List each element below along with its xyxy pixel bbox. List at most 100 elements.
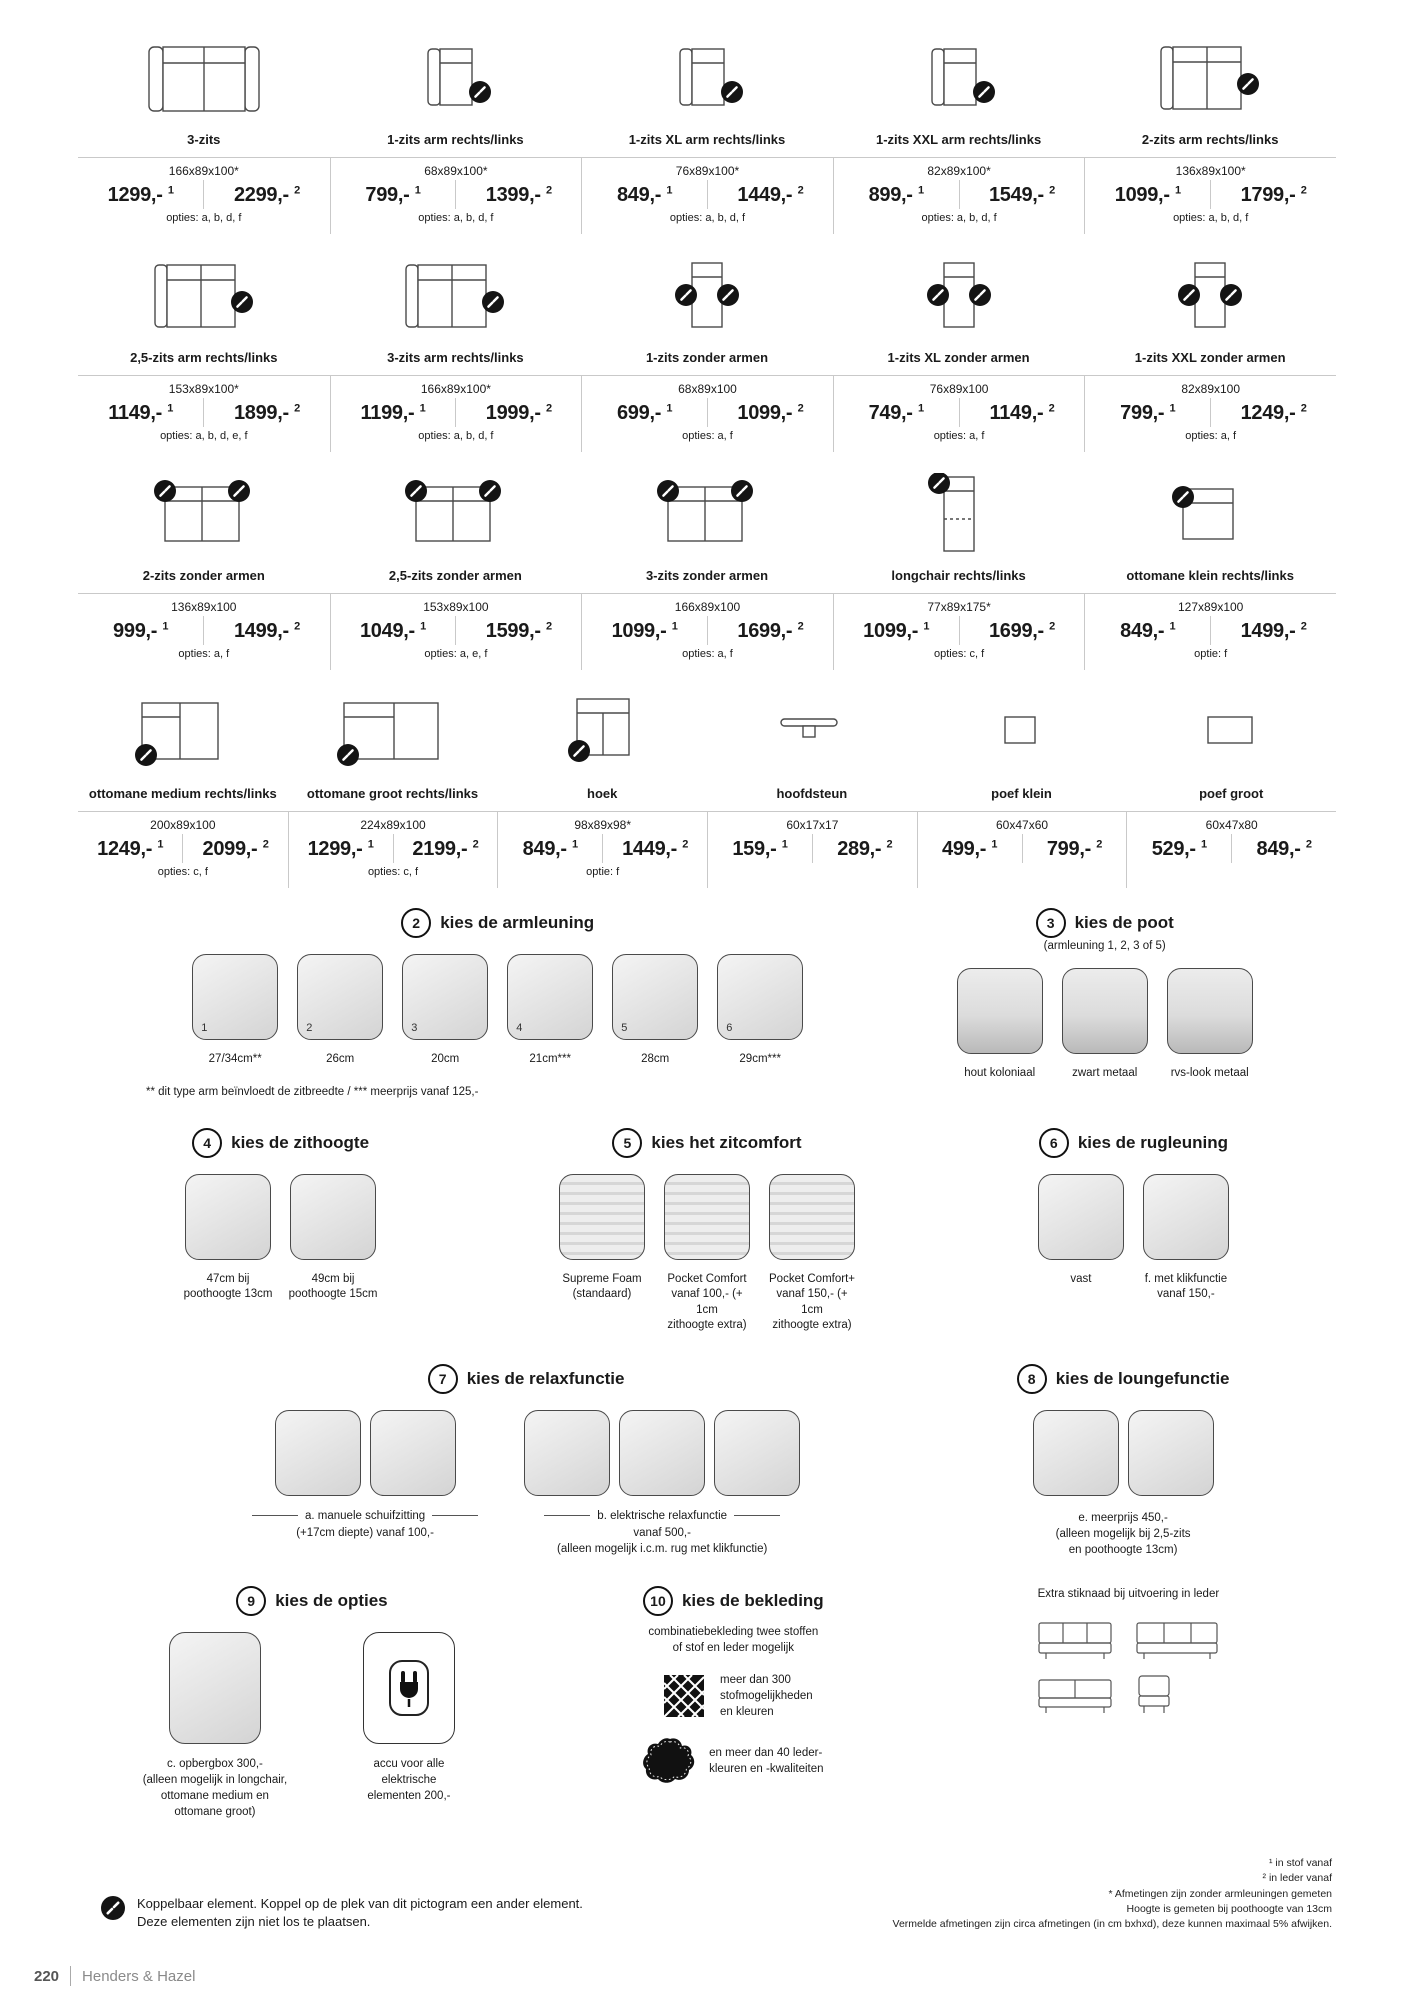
sofa-line-drawing: [1038, 1679, 1113, 1713]
poot-option: zwart metaal: [1057, 968, 1153, 1082]
price-fabric: 899,- 1: [834, 180, 960, 209]
section-poot-header: 3 kies de poot: [895, 908, 1314, 938]
price-leather: 1899,- 2: [233, 402, 300, 424]
price-leather: 2099,- 2: [202, 838, 269, 860]
product-dimensions: 60x17x17: [786, 818, 839, 832]
accu-box: [362, 1631, 455, 1744]
product-options: opties: a, f: [178, 648, 230, 660]
section-bekleding-header: 10 kies de bekleding: [514, 1585, 953, 1616]
fabric-swatch-icon: [663, 1674, 705, 1718]
bekleding-leder: en meer dan 40 leder- kleuren en -kwalit…: [643, 1736, 824, 1786]
choice-row-4: 9 kies de opties c. opbergbox 300,- (all…: [110, 1585, 1304, 1820]
armleuning-photo: 3: [402, 954, 489, 1040]
page-bar: 220 Henders & Hazel: [34, 1966, 195, 1986]
product-options: opties: a, b, d, f: [166, 212, 242, 224]
product-options: opties: a, b, d, f: [418, 212, 494, 224]
bekleding-stof: meer dan 300 stofmogelijkheden en kleure…: [654, 1670, 813, 1722]
koppel-link-icon: [720, 81, 743, 103]
stof-caption: meer dan 300 stofmogelijkheden en kleure…: [719, 1673, 813, 1719]
product-options: [918, 863, 1127, 888]
opbergbox-photo: [168, 1631, 261, 1744]
price-leather: 1799,- 2: [1240, 184, 1307, 206]
sofa-diagram: [330, 30, 582, 128]
note-leder: ² in leder vanaf: [1262, 1872, 1332, 1885]
rugleuning-photo: [1142, 1173, 1229, 1260]
product-title: 1-zits XXL arm rechts/links: [875, 132, 1042, 147]
sofa-diagram: [581, 30, 833, 128]
section-poot: 3 kies de poot (armleuning 1, 2, 3 of 5)…: [895, 908, 1314, 1098]
price-leather: 1699,- 2: [988, 620, 1055, 642]
product-options: [1127, 863, 1336, 888]
section-zitcomfort-header: 5 kies het zitcomfort: [451, 1127, 963, 1158]
product-title: ottomane medium rechts/links: [88, 786, 277, 801]
price-leather: 1149,- 2: [989, 402, 1055, 424]
section-title: kies de rugleuning: [1077, 1132, 1229, 1152]
product-options: optie: f: [1194, 648, 1228, 660]
armleuning-number: 6: [726, 1022, 733, 1034]
price-fabric: 1249,- 1: [78, 834, 184, 863]
armleuning-photo: 4: [507, 954, 594, 1040]
zitcomfort-thumbnails: Supreme Foam (standaard) Pocket Comfort …: [451, 1173, 963, 1334]
product-options: opties: a, f: [682, 648, 733, 660]
price-leather: 1399,- 2: [485, 184, 552, 206]
product-options: opties: c, f: [367, 866, 419, 878]
product-dimensions: 76x89x100: [929, 382, 989, 396]
product-dimensions: 68x89x100: [678, 382, 737, 396]
poot-photo: [1166, 968, 1253, 1054]
step-number-icon: 4: [192, 1127, 223, 1158]
price-leather: 1099,- 2: [737, 402, 804, 424]
armchair-line-drawing: [1138, 1675, 1171, 1713]
relax-caption-line: a. manuele schuifzitting: [252, 1510, 479, 1522]
relax-photo: [369, 1409, 456, 1496]
step-number-icon: 8: [1016, 1363, 1047, 1394]
zithoogte-photo: [290, 1173, 377, 1260]
koppel-link-icon: [568, 740, 591, 762]
product-title: 1-zits zonder armen: [645, 350, 769, 365]
poot-thumbnails: hout koloniaal zwart metaal rvs-look met…: [895, 968, 1314, 1082]
sofa-diagram: [917, 684, 1127, 782]
koppel-link-icon: [1178, 284, 1201, 306]
sofa-diagram: [1084, 30, 1336, 128]
optie-accu: accu voor alle elektrische elementen 200…: [334, 1631, 484, 1820]
price-fabric: 849,- 1: [1085, 616, 1212, 645]
note-stof: ¹ in stof vanaf: [1268, 1857, 1332, 1870]
step-number-icon: 9: [236, 1585, 267, 1616]
section-title: kies de loungefunctie: [1055, 1368, 1230, 1388]
koppel-link-icon: [134, 744, 157, 766]
step-number-icon: 3: [1035, 908, 1066, 938]
note-circa: Vermelde afmetingen zijn circa afmetinge…: [892, 1918, 1332, 1931]
product-options: opties: a, b, d, e, f: [160, 430, 248, 442]
relax-caption: b. elektrische relaxfunctie: [597, 1509, 728, 1522]
power-plug-icon: [388, 1659, 429, 1716]
product-dimensions: 136x89x100: [171, 600, 237, 614]
section-title: kies de opties: [275, 1590, 388, 1610]
zithoogte-thumbnails: 47cm bij poothoogte 13cm 49cm bij pootho…: [110, 1173, 451, 1303]
section-title: kies de poot: [1074, 913, 1174, 932]
zithoogte-photo: [185, 1173, 272, 1260]
product-dimensions: 98x89x98*: [574, 818, 632, 832]
armleuning-number: 2: [306, 1022, 313, 1034]
lounge-caption: e. meerprijs 450,- (alleen mogelijk bij …: [1055, 1511, 1191, 1556]
zitcomfort-label: Supreme Foam (standaard): [562, 1272, 642, 1301]
